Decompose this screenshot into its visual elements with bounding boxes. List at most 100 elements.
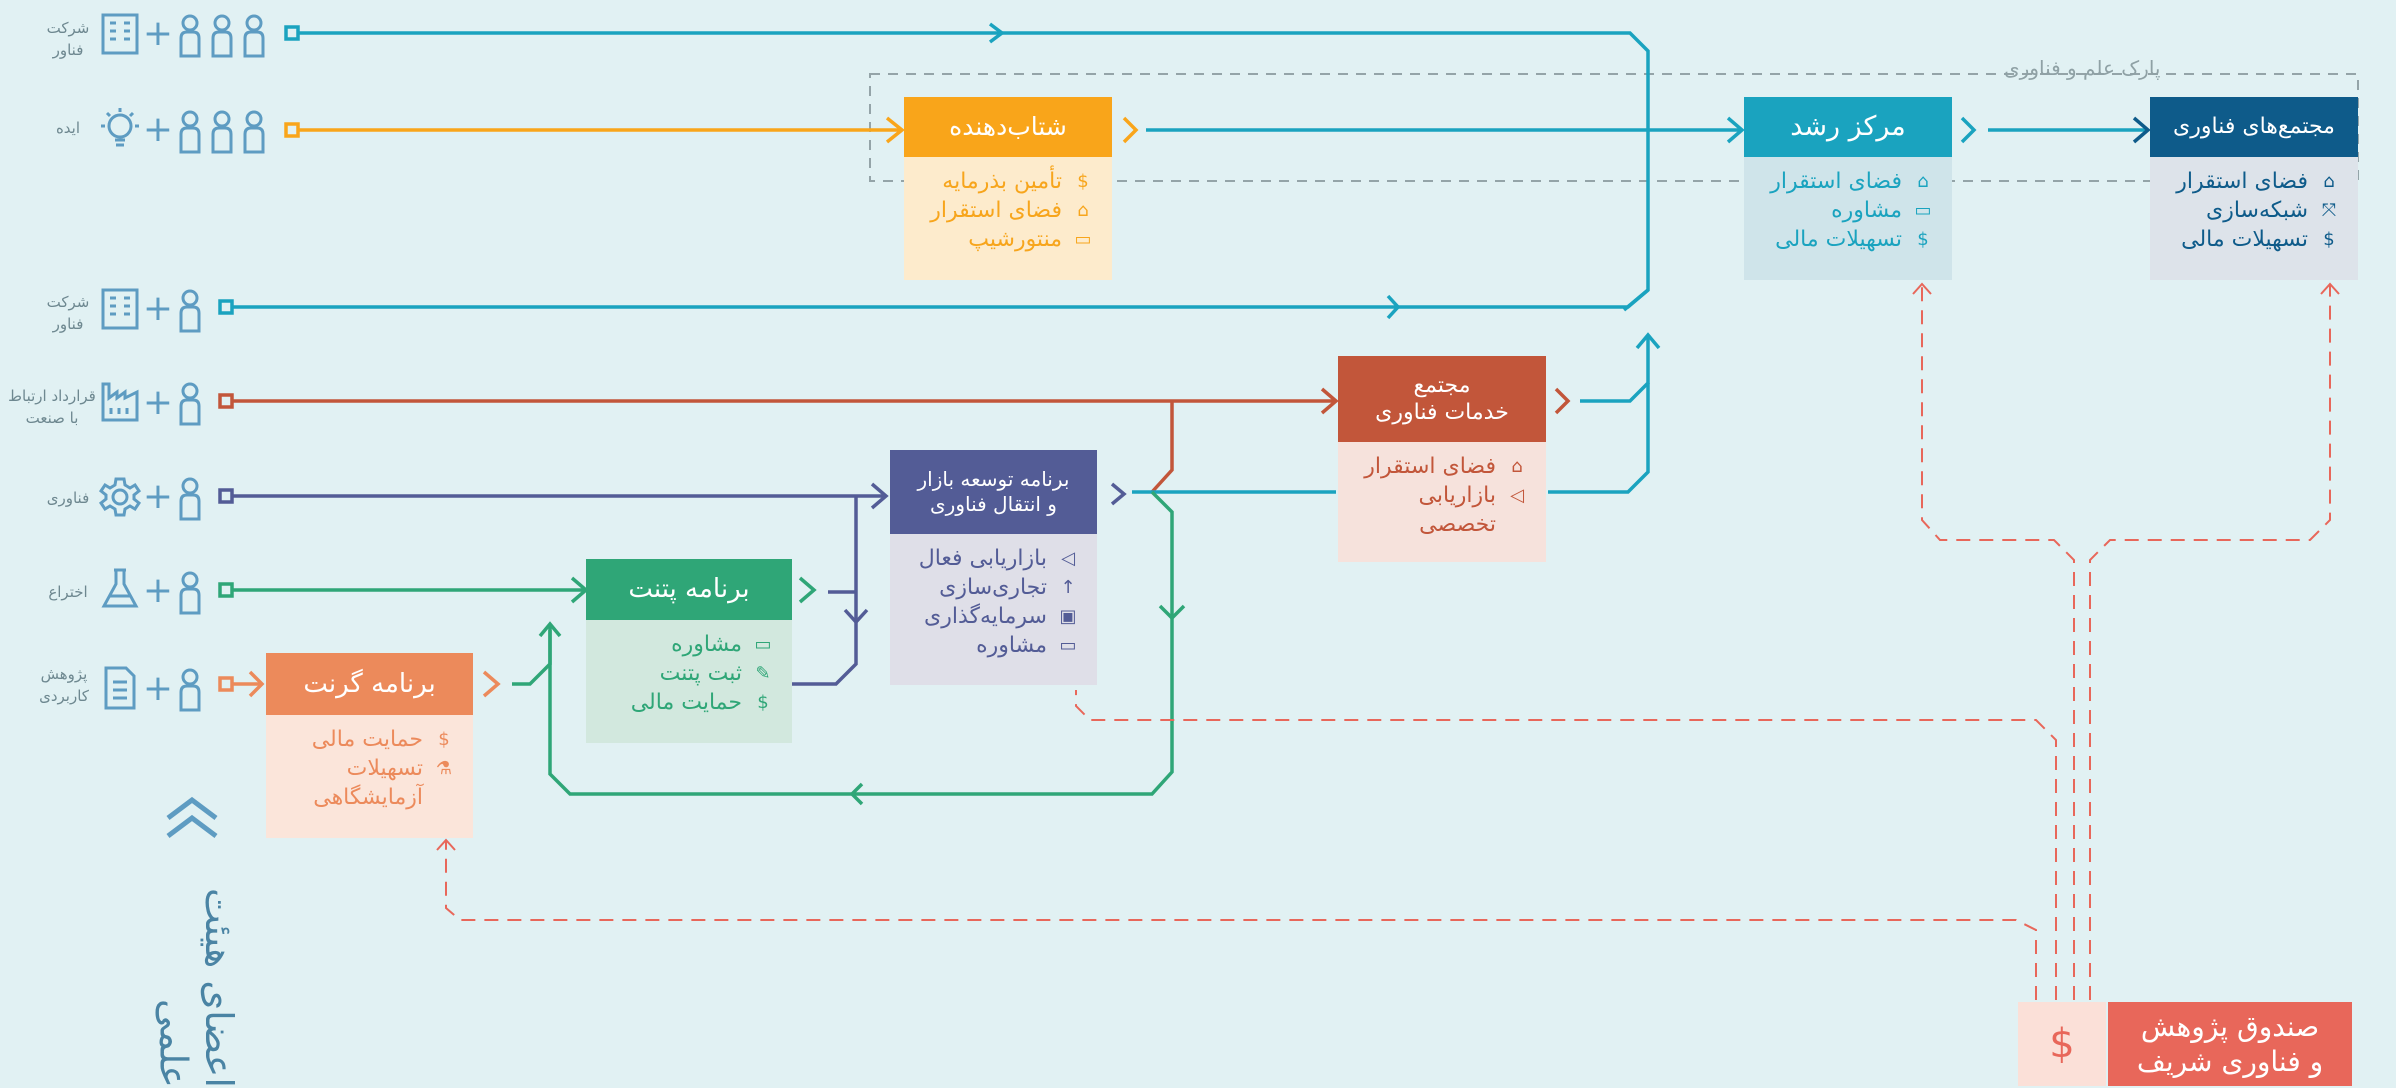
person-icon (243, 110, 265, 154)
flow-line-applied-research (218, 670, 501, 698)
factory-icon (101, 382, 139, 422)
plus-sign: + (143, 570, 173, 611)
person-icon (179, 571, 201, 615)
list-item: $حمایت مالی (284, 725, 455, 754)
list-item: تخصصی (1419, 512, 1496, 537)
person-icon (179, 110, 201, 154)
flow-line-technology (218, 482, 1127, 686)
plus-sign: + (143, 668, 173, 709)
list-item: $حمایت مالی (604, 688, 774, 717)
arrow-to-tech-complexes (2132, 116, 2151, 144)
person-icon (179, 477, 201, 521)
person-icon (211, 14, 233, 58)
plus-sign: + (143, 382, 173, 423)
list-item: ⤧شبکه‌سازی (2168, 196, 2340, 225)
list-item: ⌂فضای استقرار (922, 196, 1094, 225)
accelerator-title: شتاب‌دهنده (904, 97, 1112, 157)
building-icon (101, 13, 139, 55)
entrant-label: اختراع (48, 583, 88, 601)
entrant-row-technology: + (98, 476, 201, 521)
entrant-label: پژوهش کاربردی (39, 665, 89, 705)
list-item: ↑تجاری‌سازی (908, 573, 1079, 602)
lightbulb-icon (101, 108, 139, 147)
flask-icon (101, 568, 139, 608)
megaphone-icon: ◁ (1510, 485, 1524, 506)
chat-icon: ▭ (754, 634, 772, 655)
list-item: ⌂فضای استقرار (1762, 167, 1934, 196)
person-icon (179, 14, 201, 58)
patent-title: برنامه پتنت (586, 559, 792, 620)
entrant-label: قرارداد ارتباط با صنعت (8, 387, 96, 427)
flow-line-industry-contract (218, 387, 1571, 494)
home-icon: ⌂ (1077, 200, 1089, 221)
entrant-label: فناوری (46, 489, 90, 507)
tech-services-items: ⌂فضای استقرار ◁بازاریابی تخصصی (1338, 442, 1546, 539)
entrant-label: ایده (55, 119, 81, 137)
flow-line-idea (284, 116, 1139, 144)
patent-items: ▭مشاوره ✎ثبت پتنت $حمایت مالی (586, 620, 792, 717)
entrant-label: شرکت فناور (46, 293, 90, 333)
list-item: ◁بازاریابی فعال (908, 544, 1079, 573)
chat-icon: ▭ (1074, 229, 1092, 250)
grant-title: برنامه گرنت (266, 653, 473, 715)
dollar-icon: $ (757, 692, 769, 713)
list-item: $تأمین بذرمایه (922, 167, 1094, 196)
flow-line-tech-company (218, 288, 1650, 320)
tech-complexes-items: ⌂فضای استقرار ⤧شبکه‌سازی $تسهیلات مالی (2150, 157, 2358, 254)
list-item: ◁بازاریابی (1356, 481, 1528, 510)
person-icon (243, 14, 265, 58)
document-icon (104, 666, 136, 710)
faculty-label: اعضای هیئت علمی (151, 888, 242, 1088)
list-item: ⌂فضای استقرار (2168, 167, 2340, 196)
fund-icon-box: $ (2018, 1002, 2106, 1086)
home-icon: ⌂ (1511, 456, 1523, 477)
person-icon (211, 110, 233, 154)
dollar-icon: $ (2049, 1021, 2075, 1067)
plus-sign: + (143, 109, 173, 150)
list-item: ▭مشاوره (908, 631, 1079, 660)
list-item: ⌂فضای استقرار (1356, 452, 1528, 481)
dollar-icon: $ (1917, 229, 1929, 250)
person-icon (179, 382, 201, 426)
plus-sign: + (143, 476, 173, 517)
fund-support-lines (445, 284, 2331, 1000)
entrant-row-invention: + (101, 568, 201, 615)
home-icon: ⌂ (2323, 171, 2335, 192)
incubator-items: ⌂فضای استقرار ▭مشاوره $تسهیلات مالی (1744, 157, 1952, 254)
market-dev-items: ◁بازاریابی فعال ↑تجاری‌سازی ▣سرمایه‌گذار… (890, 534, 1097, 660)
flask-icon: ⚗ (435, 758, 453, 779)
flow-line-tech-services-out (1548, 332, 1661, 494)
list-item: ▭مشاوره (604, 630, 774, 659)
plus-sign: + (143, 13, 173, 54)
entrant-row-applied-research: + (104, 666, 201, 712)
flow-line-incubator-chain (1146, 116, 2148, 144)
list-item: $تسهیلات مالی (2168, 225, 2340, 254)
dollar-icon: $ (2323, 229, 2335, 250)
list-item: ▭مشاوره (1762, 196, 1934, 225)
tech-complexes-title: مجتمع‌های فناوری (2150, 97, 2358, 157)
chevron-up-icon (166, 796, 218, 838)
megaphone-icon: ◁ (1061, 548, 1075, 569)
entrant-row-idea-team: + (101, 108, 265, 154)
fund-arrowheads (436, 282, 2340, 851)
list-item: آزمایشگاهی (313, 785, 423, 810)
briefcase-icon: ▣ (1059, 606, 1077, 627)
arrow-up-icon: ↑ (1060, 577, 1076, 598)
list-item: ▭منتورشیپ (922, 225, 1094, 254)
entrant-row-industry-contract: + (101, 382, 201, 426)
chat-icon: ▭ (1914, 200, 1932, 221)
dollar-icon: $ (438, 729, 450, 750)
flow-line-invention (218, 490, 1186, 806)
person-icon (179, 668, 201, 712)
list-item: ✎ثبت پتنت (604, 659, 774, 688)
home-icon: ⌂ (1917, 171, 1929, 192)
list-item: $تسهیلات مالی (1762, 225, 1934, 254)
entrant-label: شرکت فناور (46, 19, 90, 59)
list-item: ▣سرمایه‌گذاری (908, 602, 1079, 631)
science-park-boundary (869, 73, 2359, 182)
accelerator-items: $تأمین بذرمایه ⌂فضای استقرار ▭منتورشیپ (904, 157, 1112, 254)
